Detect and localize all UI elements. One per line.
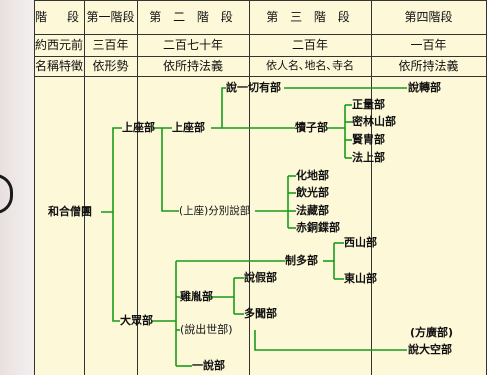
grid-hline xyxy=(34,34,487,35)
feature-stage3: 依人名､地名､寺名 xyxy=(266,59,354,72)
school-vibhajyavada: (上座)分別說部 xyxy=(179,205,251,217)
header-stage-label: 階 段 xyxy=(34,10,83,24)
period-stage2: 二百七十年 xyxy=(162,38,223,52)
grid-vline xyxy=(249,0,250,375)
school-ekavyavaharika: 一說部 xyxy=(192,359,225,372)
school-vaitulya: 說大空部 xyxy=(408,343,452,356)
header-stage4: 第四階段 xyxy=(404,10,453,24)
school-sammatiya: 賢胄部 xyxy=(352,133,385,146)
period-stage1: 三百年 xyxy=(92,38,129,52)
school-purvasaila: 西山部 xyxy=(344,236,377,249)
school-mahasanghika: 大眾部 xyxy=(120,314,153,327)
feature-stage1: 依形勢 xyxy=(92,59,129,73)
school-lokottaravada: (說出世部) xyxy=(180,323,233,336)
school-vatsiputriya: 犢子部 xyxy=(295,121,328,134)
school-dharmaguptaka: 法藏部 xyxy=(296,204,329,217)
school-sthavira: 上座部 xyxy=(122,121,155,134)
school-aparasaila: 東山部 xyxy=(344,272,377,285)
grid-hline xyxy=(34,56,487,57)
school-sarvastivada: 說一切有部 xyxy=(226,81,281,94)
school-kukkutika: 雞胤部 xyxy=(180,290,213,303)
grid-vline xyxy=(84,0,85,375)
header-stage1: 第一階段 xyxy=(86,10,135,24)
grid-vline xyxy=(137,0,138,375)
school-kasyapiya: 飲光部 xyxy=(296,186,329,199)
grid-vline xyxy=(371,0,372,375)
school-vaitulya-paren: (方廣部) xyxy=(410,326,454,339)
period-stage4: 一百年 xyxy=(410,38,447,52)
school-dharmottariya: 正量部 xyxy=(352,98,385,111)
feature-stage4: 依所持法義 xyxy=(398,59,459,73)
school-channagirika: 法上部 xyxy=(352,151,385,164)
school-sthavira-2: 上座部 xyxy=(172,121,205,134)
grid-hline xyxy=(34,0,487,1)
period-label: 約西元前 xyxy=(34,38,83,52)
period-stage3: 二百年 xyxy=(291,38,328,52)
header-stage2: 第 二 階 段 xyxy=(149,10,237,24)
grid-vline xyxy=(34,0,35,375)
school-prajnaptivada: 說假部 xyxy=(244,271,277,284)
school-sautrantika: 說轉部 xyxy=(408,81,441,94)
header-stage3: 第 三 階 段 xyxy=(266,10,354,24)
grid-hline xyxy=(34,76,487,77)
school-bhadrayaniya: 密林山部 xyxy=(352,115,396,128)
school-root: 和合僧團 xyxy=(48,205,92,218)
school-mahisasaka: 化地部 xyxy=(296,169,329,182)
school-caitika: 制多部 xyxy=(285,254,318,267)
school-tamrasatiya: 赤銅鍱部 xyxy=(296,221,340,234)
lineage-connectors xyxy=(101,87,407,367)
school-bahusrutiya: 多聞部 xyxy=(244,307,277,320)
feature-stage2: 依所持法義 xyxy=(162,59,223,73)
feature-label: 名稱特徵 xyxy=(34,59,83,73)
school-chart-board: 階 段 第一階段 第 二 階 段 第 三 階 段 第四階段 約西元前 三百年 二… xyxy=(34,0,487,375)
